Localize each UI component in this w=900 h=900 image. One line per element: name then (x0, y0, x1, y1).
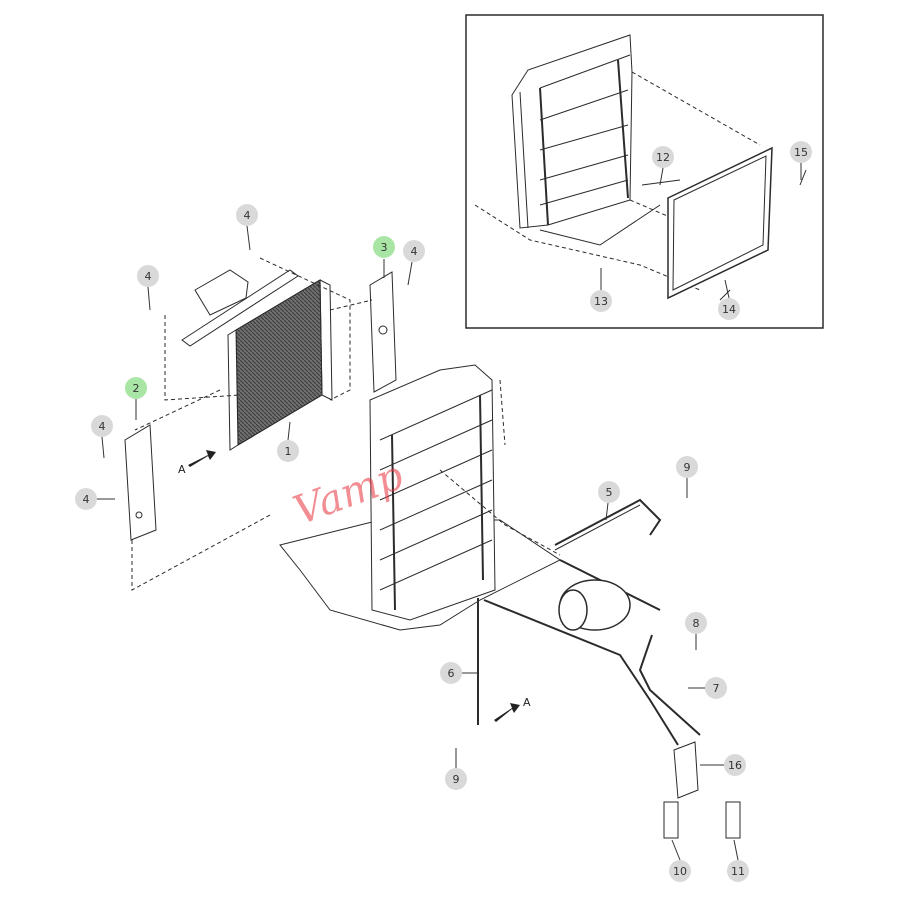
callout-14: 14 (718, 279, 740, 320)
callout-4a-label: 4 (244, 209, 251, 222)
inset-detail-box (465, 14, 824, 329)
view-arrow-left-label: A (178, 463, 186, 476)
callout-4-e: 4 (75, 488, 115, 510)
callout-9-a: 9 (676, 456, 698, 498)
callout-14-label: 14 (722, 303, 736, 316)
callout-10: 10 (669, 839, 691, 882)
callout-13: 13 (590, 268, 612, 312)
callout-5-label: 5 (606, 486, 613, 499)
ac-lines (477, 498, 741, 839)
callout-7-label: 7 (713, 682, 720, 695)
callout-12: 12 (652, 146, 674, 186)
callouts: 1 2 3 4 4 4 4 4 5 6 7 8 9 9 10 11 12 13 … (75, 141, 812, 882)
callout-3-label: 3 (381, 241, 388, 254)
callout-15-label: 15 (794, 146, 808, 159)
callout-9-b: 9 (445, 748, 467, 790)
callout-2-label: 2 (133, 382, 140, 395)
callout-8-label: 8 (693, 617, 700, 630)
callout-16: 16 (700, 754, 746, 776)
radiator-assembly (279, 364, 561, 631)
callout-4-c: 4 (403, 240, 425, 286)
callout-11-label: 11 (731, 865, 745, 878)
view-arrow-right: A (494, 696, 531, 722)
callout-4-b: 4 (137, 265, 159, 311)
condenser-assembly (124, 257, 397, 591)
callout-5: 5 (598, 481, 620, 521)
callout-4-d: 4 (91, 415, 113, 459)
callout-4-a: 4 (236, 204, 258, 251)
callout-11: 11 (727, 839, 749, 882)
view-arrow-left: A (178, 450, 216, 476)
callout-4c-label: 4 (411, 245, 418, 258)
callout-12-label: 12 (656, 151, 670, 164)
callout-4b-label: 4 (145, 270, 152, 283)
callout-6-label: 6 (448, 667, 455, 680)
callout-4d-label: 4 (99, 420, 106, 433)
callout-9b-label: 9 (453, 773, 460, 786)
callout-3: 3 (373, 236, 395, 278)
callout-1: 1 (277, 421, 299, 462)
callout-10-label: 10 (673, 865, 687, 878)
view-arrow-right-label: A (523, 696, 531, 709)
callout-7: 7 (688, 677, 727, 699)
callout-8: 8 (685, 612, 707, 650)
callout-16-label: 16 (728, 759, 742, 772)
callout-6: 6 (440, 662, 478, 684)
callout-15: 15 (790, 141, 812, 180)
callout-9a-label: 9 (684, 461, 691, 474)
callout-4e-label: 4 (83, 493, 90, 506)
callout-2: 2 (125, 377, 147, 420)
callout-13-label: 13 (594, 295, 608, 308)
callout-1-label: 1 (285, 445, 292, 458)
